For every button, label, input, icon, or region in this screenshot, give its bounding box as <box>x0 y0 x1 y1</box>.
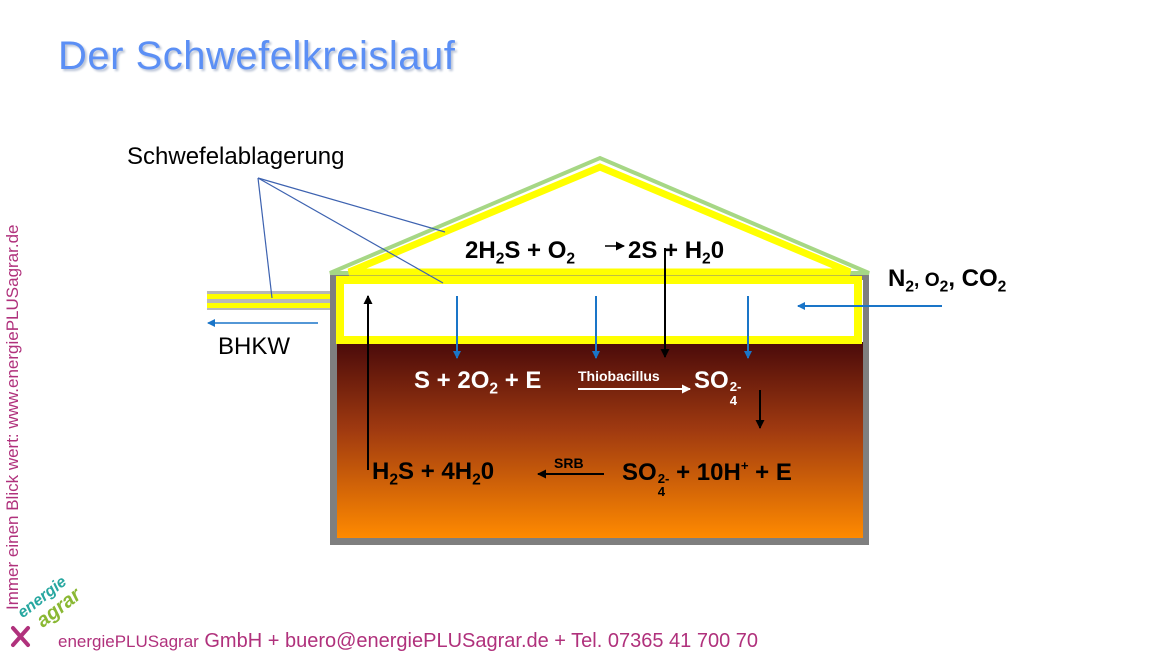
h2s-formation-equation: H2S + 4H20 <box>372 458 495 489</box>
footer-contact: energiePLUSagrar GmbH + buero@energiePLU… <box>58 630 758 653</box>
bhkw-label: BHKW <box>218 333 290 360</box>
roof-reaction-products: 2S + H20 <box>628 237 725 268</box>
liquid-fill <box>337 342 863 538</box>
sulfur-deposit-layer <box>336 276 862 344</box>
roof <box>329 155 870 275</box>
footer-brand: energiePLUSagrar <box>58 632 199 651</box>
roof-sulfur-deposit <box>347 163 852 276</box>
gas-space <box>337 280 863 342</box>
inflow-gases-label: N2, O2, CO2 <box>888 265 1007 296</box>
roof-reaction-equation: 2H2S + O2 <box>465 237 576 268</box>
deposit-pointer-lines <box>257 177 446 299</box>
thiobacillus-label: Thiobacillus <box>578 368 660 384</box>
logo-x-icon <box>11 626 30 647</box>
srb-label: SRB <box>554 455 584 471</box>
page-title: Der Schwefelkreislauf <box>58 34 456 78</box>
footer-contact-text: GmbH + buero@energiePLUSagrar.de + Tel. … <box>198 630 759 652</box>
oxidation-equation: S + 2O2 + E <box>414 367 542 398</box>
deposit-label: Schwefelablagerung <box>127 143 345 170</box>
